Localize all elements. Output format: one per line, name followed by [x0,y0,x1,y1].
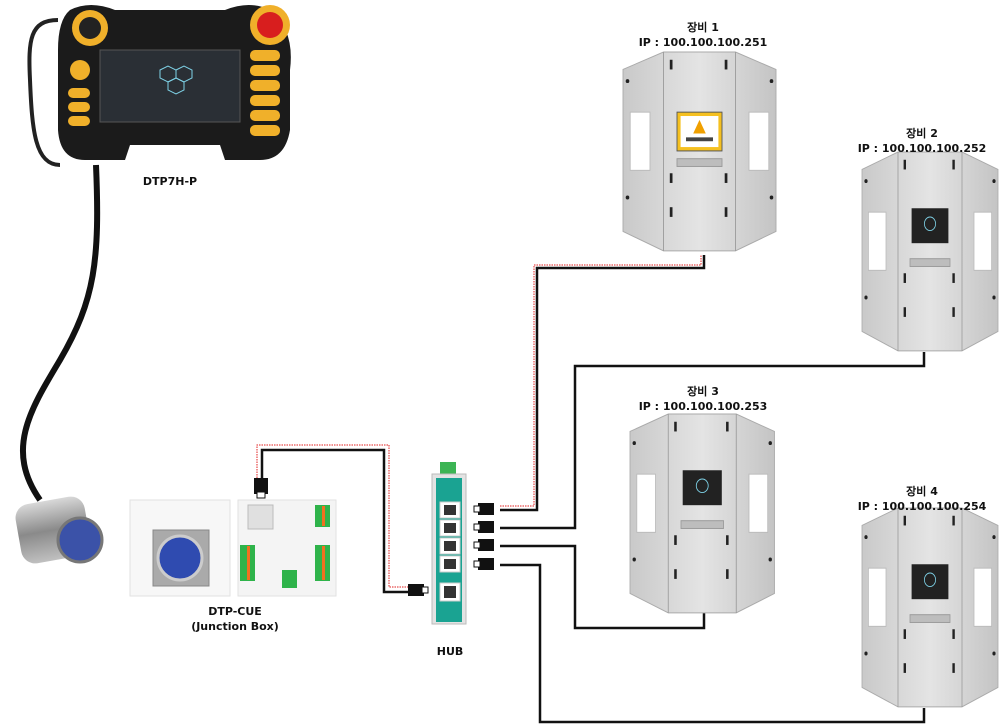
junction-box-type: (Junction Box) [191,620,279,633]
device-2-name: 장비 2 [906,127,938,140]
circular-connector [15,496,104,564]
pendant-device [58,5,291,160]
device-4-name: 장비 4 [906,485,938,498]
device-3-label: 장비 3 IP : 100.100.100.253 [618,384,788,414]
device-4-label: 장비 4 IP : 100.100.100.254 [842,484,1000,514]
junction-box-name: DTP-CUE [208,605,262,618]
rj45-plugs [254,478,494,596]
device-1-ip: IP : 100.100.100.251 [638,36,768,49]
device-4-ip: IP : 100.100.100.254 [857,500,987,513]
pendant-label: DTP7H-P [142,175,198,188]
device-3-cabinet [629,413,775,614]
cable-junction-to-hub [256,444,410,594]
pendant-strap [27,18,61,167]
hub-label: HUB [436,645,464,658]
device-2-label: 장비 2 IP : 100.100.100.252 [842,126,1000,156]
device-3-ip: IP : 100.100.100.253 [638,400,768,413]
device-4-cabinet [861,507,999,708]
device-2-cabinet [861,151,999,352]
cable-hub-to-device-1 [500,255,706,512]
device-1-label: 장비 1 IP : 100.100.100.251 [618,20,788,50]
cable-hub-to-device-4 [500,563,926,724]
device-3-name: 장비 3 [687,385,719,398]
hub-device [431,462,467,625]
cable-hub-to-device-2 [500,352,926,530]
device-2-ip: IP : 100.100.100.252 [857,142,987,155]
device-1-name: 장비 1 [687,21,719,34]
junction-box-label: DTP-CUE (Junction Box) [180,604,290,634]
cable-hub-to-device-3 [500,544,706,630]
junction-box-panel [129,499,337,597]
device-1-cabinet [622,51,777,252]
pendant-cable [20,164,101,502]
